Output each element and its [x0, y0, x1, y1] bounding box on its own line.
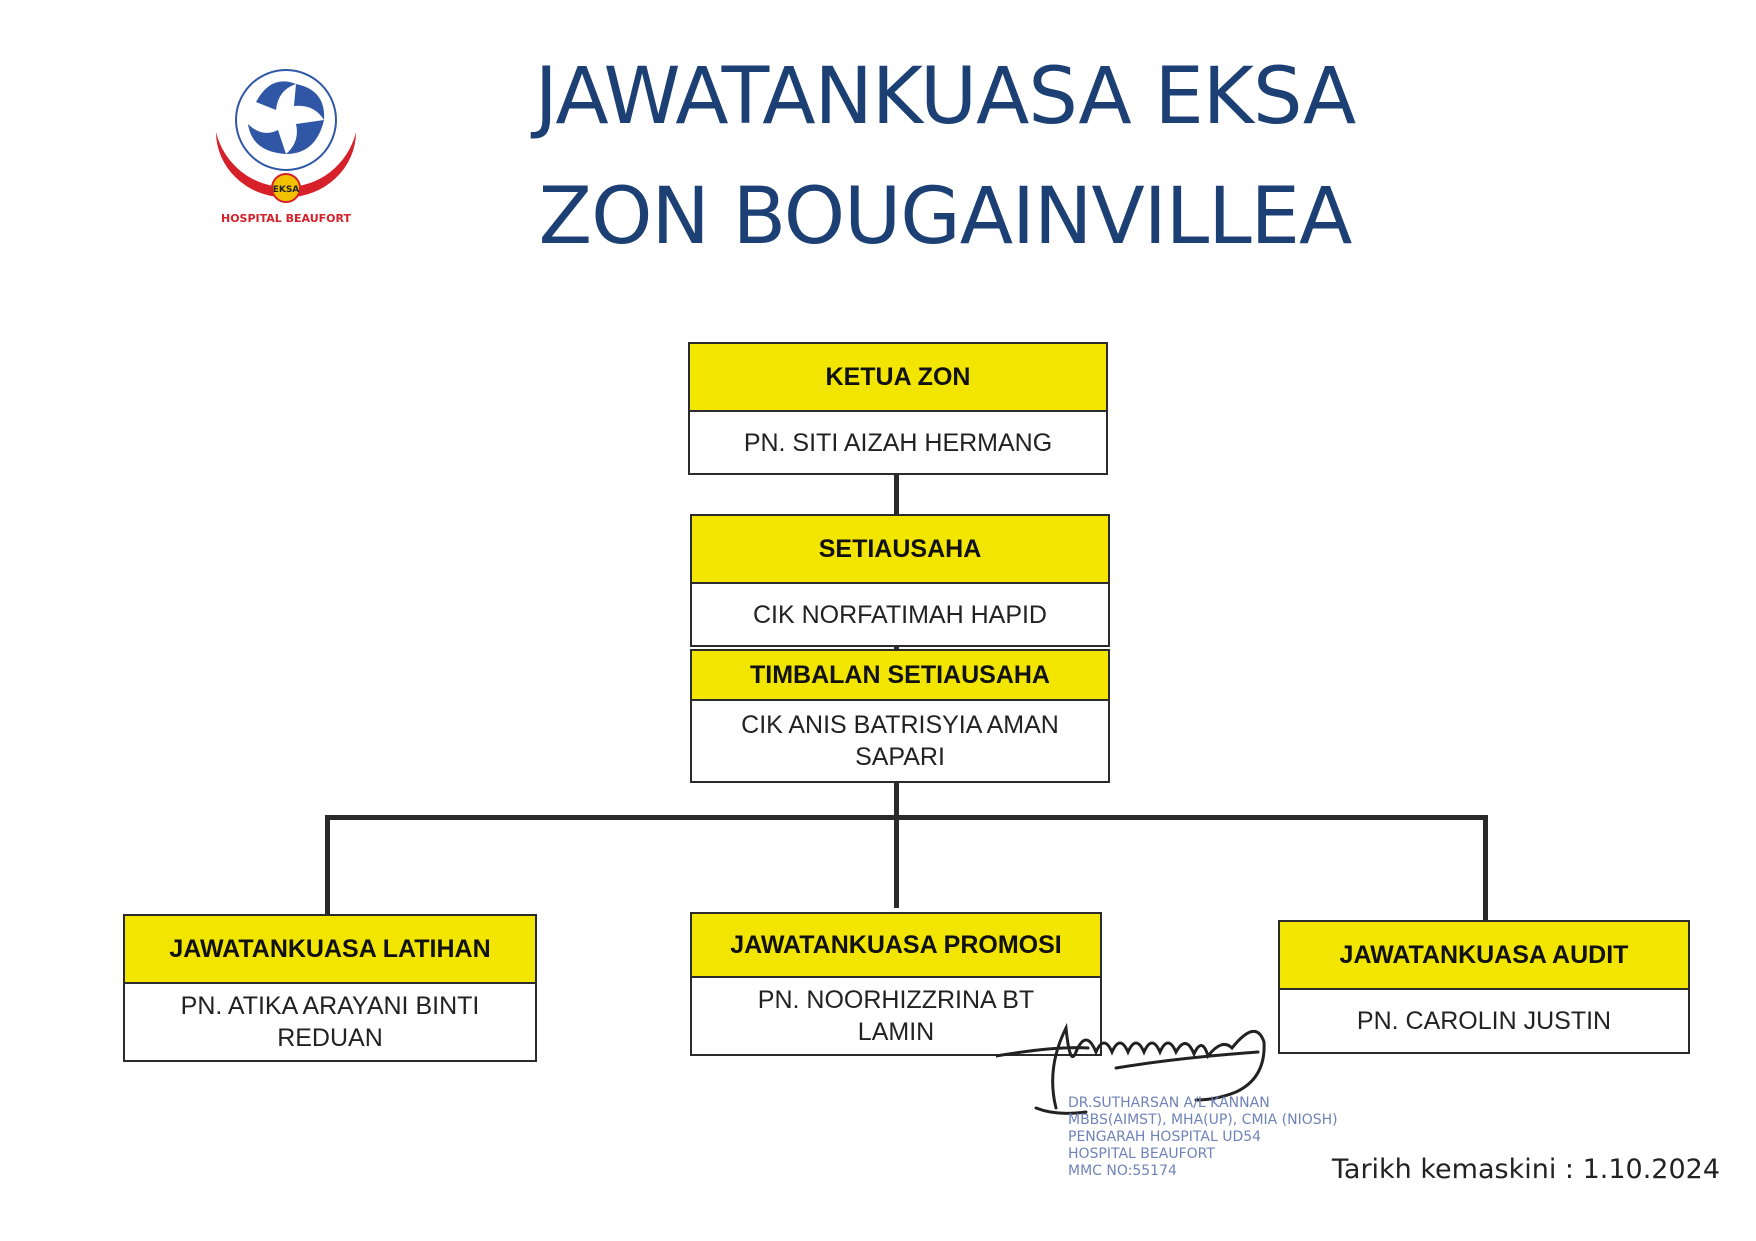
stamp-line: MBBS(AIMST), MHA(UP), CMIA (NIOSH) [1068, 1112, 1338, 1128]
stamp-line: DR.SUTHARSAN A/L KANNAN [1068, 1095, 1270, 1111]
person-name: PN. ATIKA ARAYANI BINTI REDUAN [180, 992, 480, 1052]
eksa-logo: EKSA HOSPITAL BEAUFORT [216, 69, 356, 225]
org-box-jawatankuasa-audit: JAWATANKUASA AUDIT PN. CAROLIN JUSTIN [1278, 920, 1690, 1054]
connector-trunk [894, 782, 899, 908]
role-label: SETIAUSAHA [692, 516, 1108, 584]
stamp-line: HOSPITAL BEAUFORT [1068, 1146, 1215, 1162]
person-name: PN. CAROLIN JUSTIN [1356, 1007, 1612, 1035]
role-label: TIMBALAN SETIAUSAHA [692, 651, 1108, 701]
last-updated-date: Tarikh kemaskini : 1.10.2024 [1331, 1154, 1720, 1185]
svg-text:HOSPITAL BEAUFORT: HOSPITAL BEAUFORT [221, 212, 351, 225]
stamp-line: MMC NO:55174 [1068, 1163, 1177, 1179]
connector-horizontal [325, 815, 1488, 820]
connector-ketua-setiausaha [894, 474, 899, 516]
org-box-setiausaha: SETIAUSAHA CIK NORFATIMAH HAPID [690, 514, 1110, 647]
org-box-ketua-zon: KETUA ZON PN. SITI AIZAH HERMANG [688, 342, 1108, 475]
page-title-line-1: JAWATANKUASA EKSA [534, 52, 1357, 142]
signature-stamp: DR.SUTHARSAN A/L KANNAN MBBS(AIMST), MHA… [1068, 1095, 1338, 1180]
page-title-line-2: ZON BOUGAINVILLEA [538, 172, 1353, 262]
role-label: KETUA ZON [690, 344, 1106, 412]
role-label: JAWATANKUASA PROMOSI [692, 914, 1100, 978]
org-box-jawatankuasa-latihan: JAWATANKUASA LATIHAN PN. ATIKA ARAYANI B… [123, 914, 537, 1062]
org-box-jawatankuasa-promosi: JAWATANKUASA PROMOSI PN. NOORHIZZRINA BT… [690, 912, 1102, 1056]
role-label: JAWATANKUASA AUDIT [1280, 922, 1688, 990]
person-name: PN. NOORHIZZRINA BT LAMIN [757, 986, 1035, 1046]
connector-right [1483, 815, 1488, 920]
role-label: JAWATANKUASA LATIHAN [125, 916, 535, 984]
person-name: CIK NORFATIMAH HAPID [752, 600, 1047, 629]
person-name: CIK ANIS BATRISYIA AMAN SAPARI [741, 711, 1059, 771]
director-signature [996, 1022, 1266, 1115]
connector-left [325, 815, 330, 915]
org-box-timbalan-setiausaha: TIMBALAN SETIAUSAHA CIK ANIS BATRISYIA A… [690, 649, 1110, 783]
stamp-line: PENGARAH HOSPITAL UD54 [1068, 1129, 1262, 1145]
svg-text:EKSA: EKSA [273, 185, 300, 195]
person-name: PN. SITI AIZAH HERMANG [743, 428, 1053, 457]
